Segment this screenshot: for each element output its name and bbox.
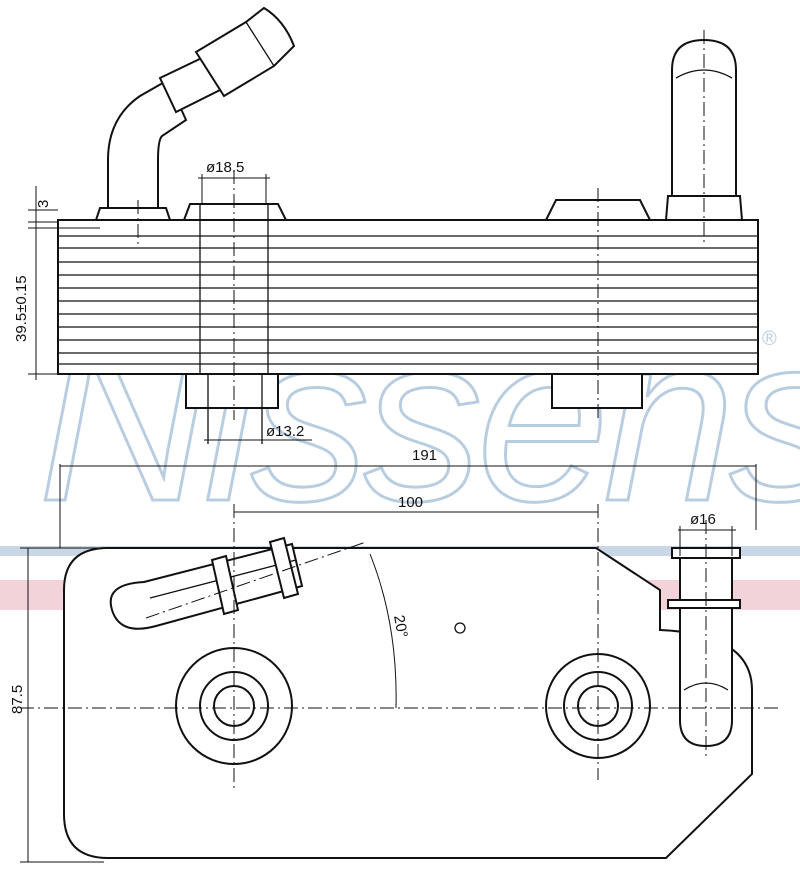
dim-overall-length: 191 bbox=[412, 447, 437, 464]
dim-top-port-diameter: ø18.5 bbox=[206, 159, 244, 176]
dim-bottom-port-diameter: ø13.2 bbox=[266, 423, 304, 440]
dim-pipe-angle: 20° bbox=[390, 614, 411, 639]
side-inlet-pipe bbox=[94, 6, 296, 221]
side-view bbox=[57, 6, 759, 444]
dim-pipe-diameter: ø16 bbox=[690, 511, 716, 528]
top-view-dimensions: 191 100 ø16 20° 87.5 bbox=[9, 447, 757, 863]
bottom-boss-left bbox=[185, 373, 279, 409]
top-boss-left bbox=[182, 203, 288, 221]
angled-inlet-pipe bbox=[109, 536, 367, 630]
cooler-core bbox=[57, 219, 759, 375]
dim-core-height: 39.5±0.15 bbox=[13, 275, 30, 342]
side-view-dimensions: 3 39.5±0.15 ø18.5 ø13.2 bbox=[13, 159, 312, 441]
dim-port-spacing: 100 bbox=[398, 494, 423, 511]
dim-flange-thickness: 3 bbox=[35, 200, 52, 208]
dim-overall-width: 87.5 bbox=[9, 685, 26, 714]
mounting-hole bbox=[454, 622, 466, 634]
bottom-boss-right bbox=[551, 373, 643, 409]
top-view bbox=[20, 504, 780, 859]
registered-mark: ® bbox=[762, 328, 777, 350]
